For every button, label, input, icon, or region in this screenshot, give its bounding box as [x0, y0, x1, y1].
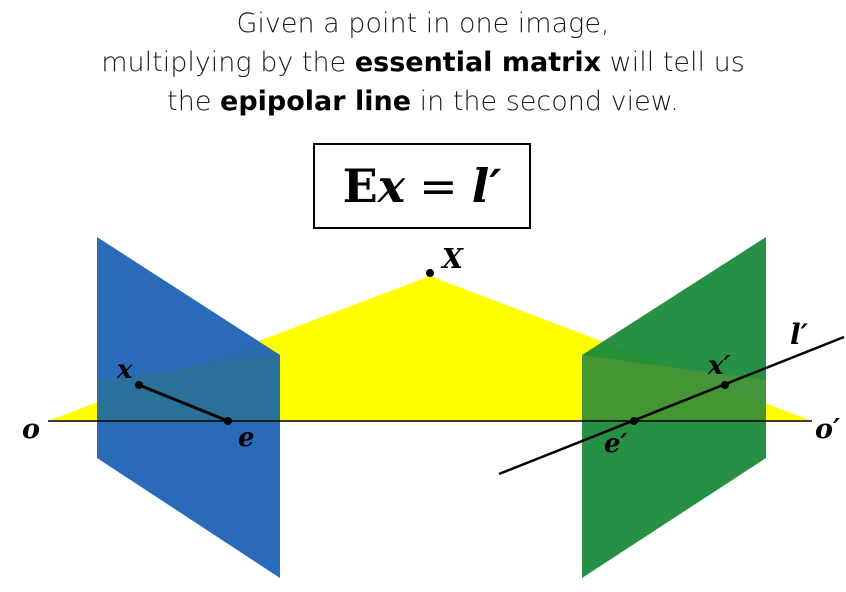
formula-line-l-prime: l′: [471, 159, 502, 213]
formula-vector-x: x: [377, 159, 406, 213]
epipolar-plane-through-right: [582, 355, 766, 421]
right-image-point-dot: [721, 381, 729, 389]
left-epipole-dot: [224, 417, 232, 425]
label-left-center: o: [22, 414, 40, 445]
caption-text: in the second view.: [411, 86, 679, 117]
label-left-epipole: e: [238, 423, 255, 453]
caption-emphasis-epipolar-line: epipolar line: [220, 86, 412, 117]
right-epipolar-line: [498, 335, 845, 476]
formula-matrix-e: E: [342, 159, 378, 213]
label-right-center: o′: [815, 414, 840, 445]
caption-line-2: multiplying by the essential matrix will…: [0, 43, 846, 82]
left-image-point-dot: [135, 381, 143, 389]
left-image-plane: [97, 237, 280, 578]
label-right-epipole: e′: [604, 429, 628, 459]
label-epipolar-line: l′: [790, 318, 809, 351]
label-right-image-point: x′: [707, 351, 731, 381]
epipolar-plane-through-left: [97, 355, 280, 421]
world-point-dot: [426, 269, 434, 277]
right-epipole-dot: [630, 417, 638, 425]
formula-equals: =: [419, 159, 458, 213]
caption-line-1: Given a point in one image,: [236, 8, 610, 39]
label-world-point: X: [440, 244, 464, 275]
caption-text: will tell us: [601, 47, 745, 78]
right-image-plane: [582, 237, 766, 578]
left-epipolar-segment: [138, 383, 229, 423]
caption-text: multiplying by the: [101, 47, 355, 78]
label-left-image-point: x: [116, 355, 133, 385]
caption: Given a point in one image, multiplying …: [0, 4, 846, 121]
caption-text: the: [167, 86, 221, 117]
caption-line-3: the epipolar line in the second view.: [0, 82, 846, 121]
caption-emphasis-essential-matrix: essential matrix: [354, 47, 602, 78]
